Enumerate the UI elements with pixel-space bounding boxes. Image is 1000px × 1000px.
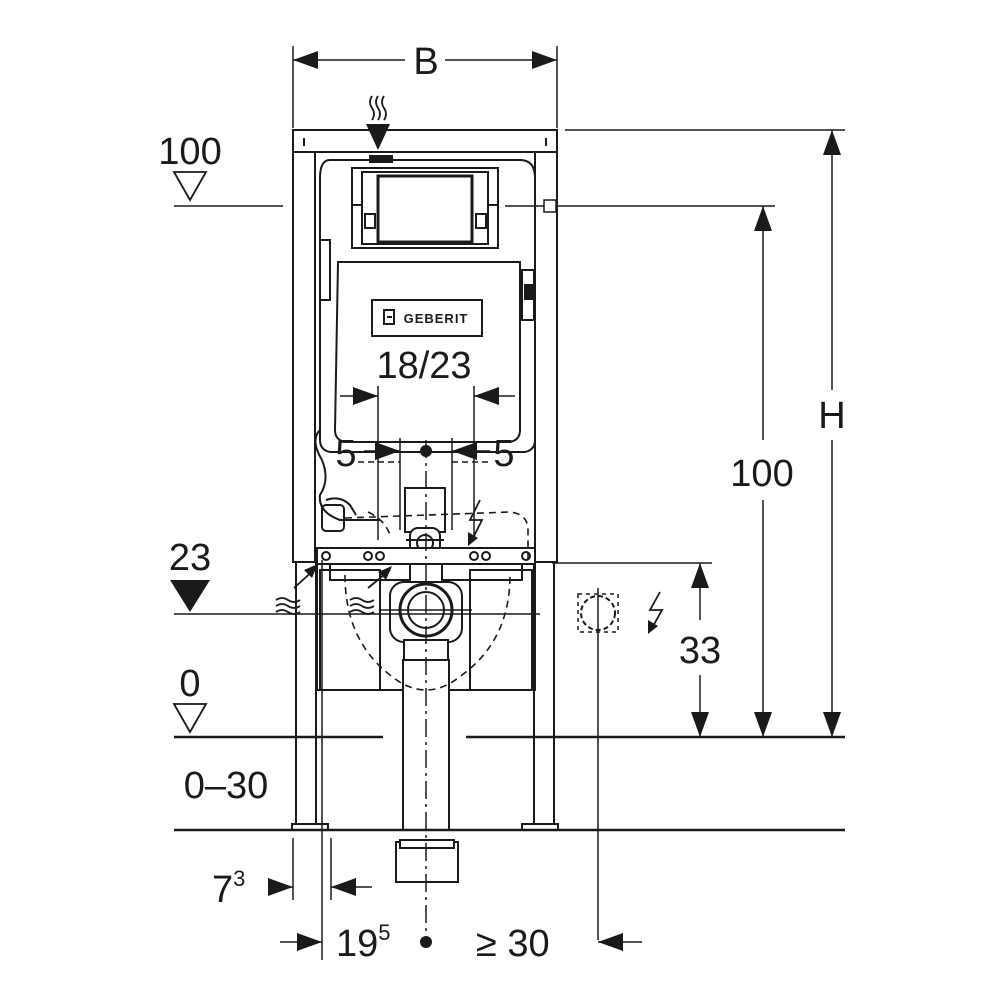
frame-marker — [543, 199, 557, 213]
floor-level-label: 0 — [179, 663, 200, 705]
dimension-labels: B H 100 100 18/23 5 5 23 0 0–30 33 73 19… — [158, 41, 845, 965]
foot-offset-label: 73 — [212, 866, 245, 911]
electric-symbol-lower — [648, 591, 664, 634]
electric-symbol-upper — [468, 499, 484, 546]
flush-width-label: 18/23 — [376, 345, 471, 387]
axis-offset-label: 195 — [336, 920, 391, 965]
wc-bowl-outline — [344, 511, 529, 691]
height-label: H — [818, 395, 845, 437]
arrowheads — [268, 51, 841, 951]
top-reference-label: 100 — [158, 131, 221, 173]
center-axis — [380, 440, 472, 940]
brand-logo: GEBERIT — [404, 311, 469, 326]
floor-range-label: 0–30 — [184, 765, 269, 807]
water-supply-symbol-left — [275, 564, 318, 615]
min-clearance-label: ≥ 30 — [476, 923, 550, 965]
flush-offset-left-label: 5 — [335, 433, 356, 475]
flush-offset-right-label: 5 — [493, 433, 514, 475]
width-label: B — [413, 41, 438, 83]
water-supply-symbol-right — [349, 566, 392, 615]
power-height-label: 33 — [679, 630, 721, 672]
water-inlet-symbol — [369, 95, 387, 121]
flush-pipe-assembly — [316, 487, 536, 883]
power-socket-symbol — [577, 588, 619, 940]
mounting-frame — [291, 129, 559, 831]
drain-height-label: 23 — [169, 537, 211, 579]
level-markers — [170, 171, 210, 734]
cistern — [314, 155, 536, 532]
reference-lines — [174, 46, 845, 960]
frame-height-label: 100 — [730, 453, 793, 495]
